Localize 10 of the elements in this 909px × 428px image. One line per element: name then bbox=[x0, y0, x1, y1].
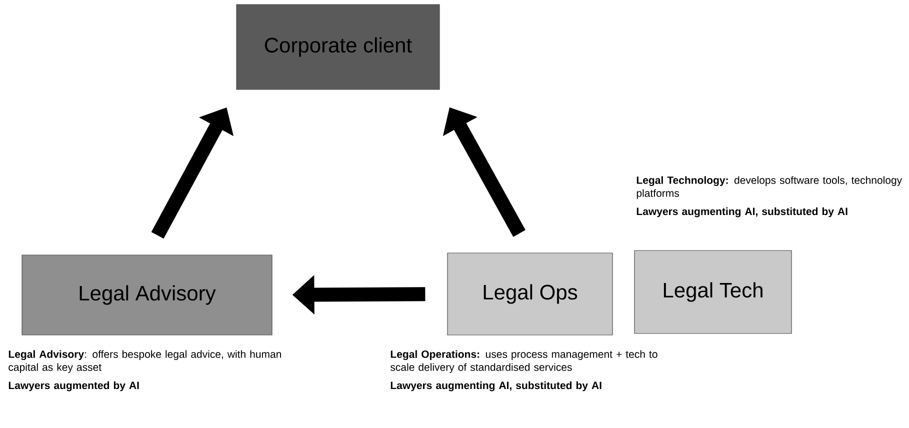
process-box: Legal Ops bbox=[447, 252, 613, 336]
description-text: Lawyers augmented by AI bbox=[8, 381, 139, 392]
description-text: Legal Technology: develops software tools, technology platforms bbox=[636, 176, 902, 199]
process-box: Legal Advisory bbox=[22, 254, 272, 336]
process-box: Corporate client bbox=[236, 4, 440, 90]
process-box: Legal Tech bbox=[634, 250, 792, 334]
description-text: Legal Operations: uses process management + tech to scale delivery of standardised services bbox=[390, 350, 658, 373]
description-text: Legal Advisory: offers bespoke legal advice, with human capital as key asset bbox=[8, 350, 281, 373]
description-text: Lawyers augmenting AI, substituted by AI bbox=[636, 207, 848, 218]
description-text: Lawyers augmenting AI, substituted by AI bbox=[390, 381, 602, 392]
